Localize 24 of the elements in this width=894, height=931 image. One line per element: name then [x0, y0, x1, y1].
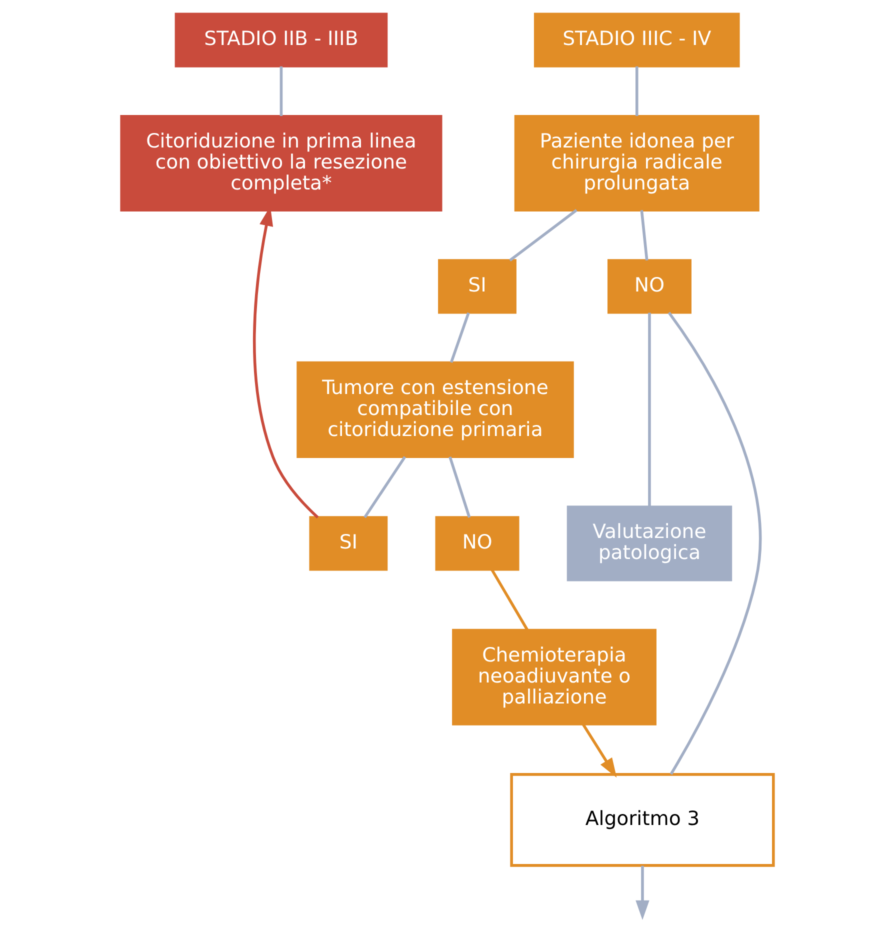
arrow: [635, 866, 649, 920]
connector: [508, 209, 577, 262]
node-box: Valutazione patologica: [566, 506, 732, 582]
connector: [449, 312, 470, 363]
node-box: Algoritmo 3: [510, 773, 774, 867]
node-box: NO: [606, 259, 691, 314]
node-box: Tumore con estensione compatibile con citoriduzione primaria: [296, 361, 574, 458]
node-box: Citoriduzione in prima linea con obiettivo la resezione completa*: [120, 114, 442, 212]
arrow: [581, 724, 616, 778]
connector: [448, 456, 470, 518]
connector: [490, 568, 528, 631]
connector: [667, 312, 761, 775]
node-box: NO: [434, 516, 519, 571]
connector: [363, 456, 406, 518]
node-box: Chemioterapia neoadiuvante o palliazione: [452, 628, 656, 726]
node-box: SI: [308, 516, 388, 571]
node-box: STADIO IIB - IIIB: [174, 12, 388, 68]
node-box: SI: [438, 259, 516, 314]
connector: [648, 312, 650, 507]
connector: [640, 210, 648, 261]
node-box: Paziente idonea per chirurgia radicale prolungata: [514, 114, 759, 212]
connector: [634, 66, 638, 116]
connector: [279, 66, 282, 116]
node-box: STADIO IIIC - IV: [533, 12, 740, 68]
